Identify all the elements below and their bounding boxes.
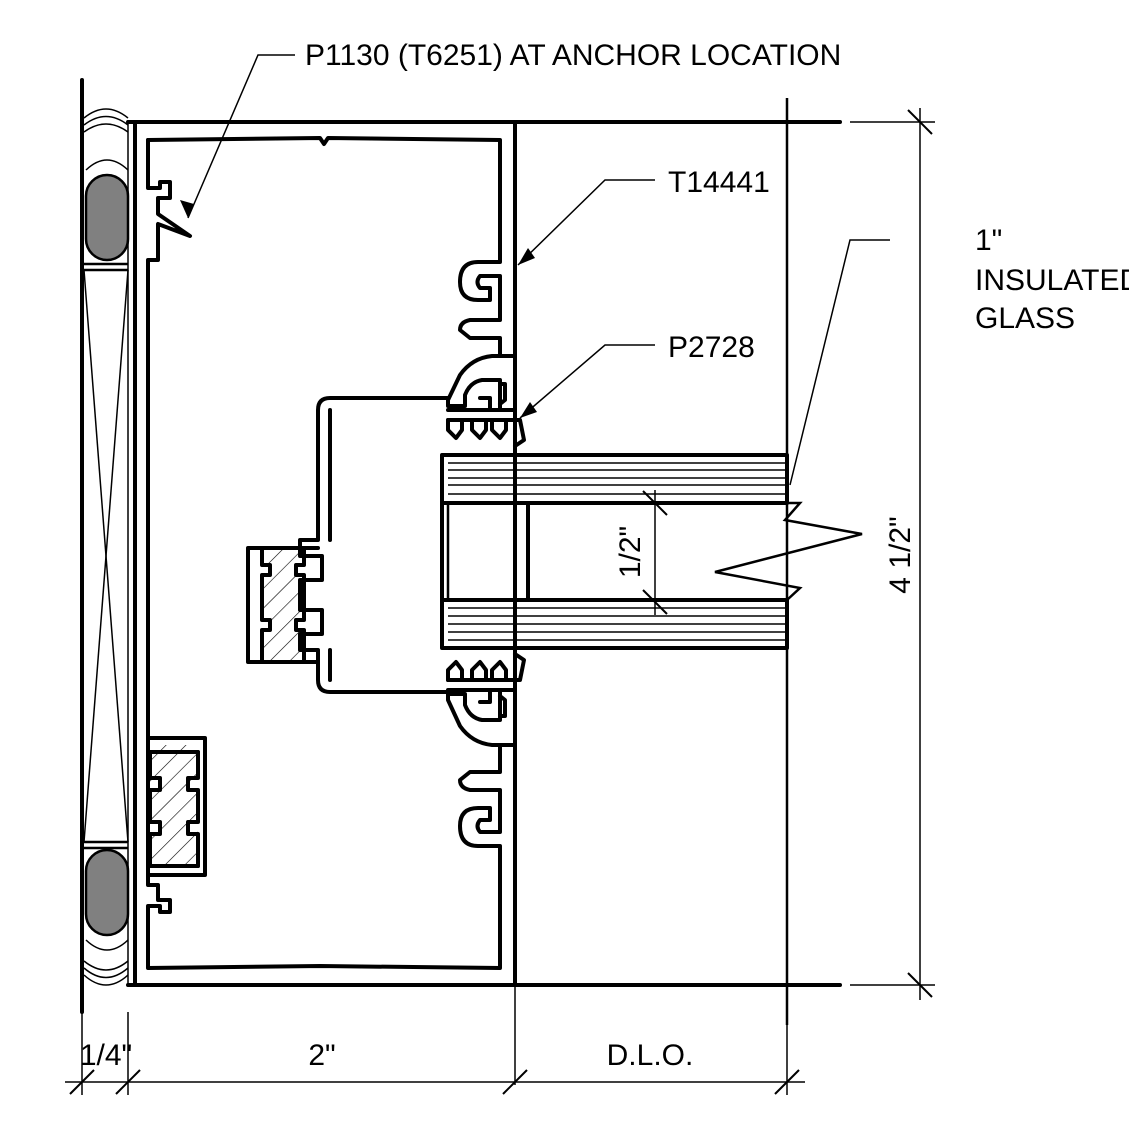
insulated-glass-unit — [440, 453, 863, 650]
airspace-dimension — [642, 490, 668, 615]
frame-callout-label: T14441 — [668, 166, 770, 199]
glazing-adapter-top — [446, 354, 526, 448]
thermal-isolator-center — [246, 546, 320, 664]
frame-depth-dimension-label: 2" — [308, 1039, 335, 1072]
sealant-joint-top — [83, 108, 129, 133]
thermal-isolator-lower — [146, 736, 207, 877]
backer-rod-top — [84, 173, 130, 262]
leader-anchor — [180, 54, 295, 219]
left-shim-dimension-label: 1/4" — [80, 1039, 132, 1072]
glass-callout-line2: INSULATED — [975, 264, 1129, 297]
glass-callout-line1: 1" — [975, 224, 1002, 257]
leader-gasket — [519, 344, 655, 419]
overall-height-label: 4 1/2" — [884, 516, 917, 593]
leader-glass — [789, 239, 890, 486]
gasket-callout-label: P2728 — [668, 331, 755, 364]
dlo-dimension-label: D.L.O. — [607, 1039, 694, 1072]
bottom-dimension-string — [65, 1012, 805, 1095]
overall-height-dimension — [850, 108, 935, 1000]
anchor-callout-label: P1130 (T6251) AT ANCHOR LOCATION — [305, 39, 841, 72]
leader-frame — [517, 179, 655, 266]
airspace-label: 1/2" — [614, 526, 647, 578]
frame-extrusion — [133, 120, 517, 987]
shim-blocking — [83, 262, 129, 850]
snap-insert — [298, 396, 450, 694]
glass-callout-line3: GLASS — [975, 302, 1075, 335]
sealant-joint-bottom — [83, 960, 129, 986]
glazing-adapter-bottom — [446, 652, 526, 747]
backer-rod-bottom — [84, 848, 130, 937]
